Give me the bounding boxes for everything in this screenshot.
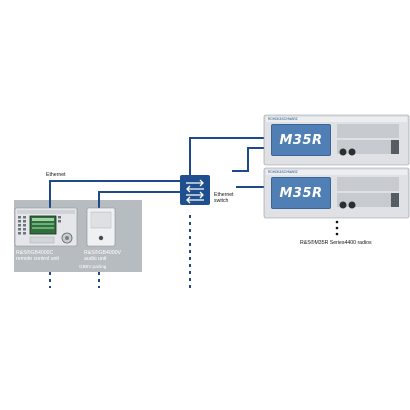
- remote-control-unit-label-line-1: R&S®GB4000C: [16, 250, 54, 256]
- radio-2-knob-icon: [339, 201, 347, 209]
- more-radios-dots: [335, 220, 339, 236]
- audio-unit-label-line-2: audio unit: [84, 256, 107, 263]
- audio-unit-label-line-1: R&S®GB4000V: [84, 250, 121, 256]
- ethernet-switch-label: Ethernet switch: [214, 192, 234, 205]
- remote-control-unit-label-line-2: remote control unit: [16, 256, 59, 263]
- radio-1-brand: M35R: [279, 132, 323, 148]
- link-radio-1b: [232, 147, 264, 172]
- radio-1-logo: ROHDE&SCHWARZ: [268, 117, 298, 121]
- ethernet-links: [49, 137, 264, 208]
- ethernet-switch-label-line-1: Ethernet: [214, 192, 234, 198]
- link-audio-unit: [98, 191, 180, 208]
- control-unit-keypad-icon: [18, 216, 61, 235]
- radio-1-knob-icon: [339, 148, 347, 156]
- radio-2-brand: M35R: [279, 185, 323, 201]
- remote-control-unit-label: R&S®GB4000C remote control unit: [16, 250, 59, 263]
- radio-2-logo: ROHDE&SCHWARZ: [268, 170, 298, 174]
- audio-unit-label: R&S®GB4000V audio unit: [84, 250, 121, 263]
- ethernet-switch: [180, 175, 210, 205]
- radio-1-brand-panel: M35R: [271, 124, 331, 156]
- link-radio-1: [189, 137, 264, 175]
- ethernet-switch-label-line-2: switch: [214, 198, 229, 205]
- switch-arrows-icon: [186, 179, 204, 204]
- link-control-unit: [49, 180, 180, 208]
- radio-2-brand-panel: M35R: [271, 177, 331, 209]
- pairing-caption: GB5V pairing: [79, 264, 107, 269]
- audio-unit-speaker-icon: [90, 211, 112, 229]
- ethernet-link-label: Ethernet: [46, 172, 66, 178]
- audio-unit: [86, 207, 116, 247]
- radios-caption: R&S®M35R Series4400 radios: [300, 240, 372, 246]
- remote-control-unit: [14, 207, 78, 247]
